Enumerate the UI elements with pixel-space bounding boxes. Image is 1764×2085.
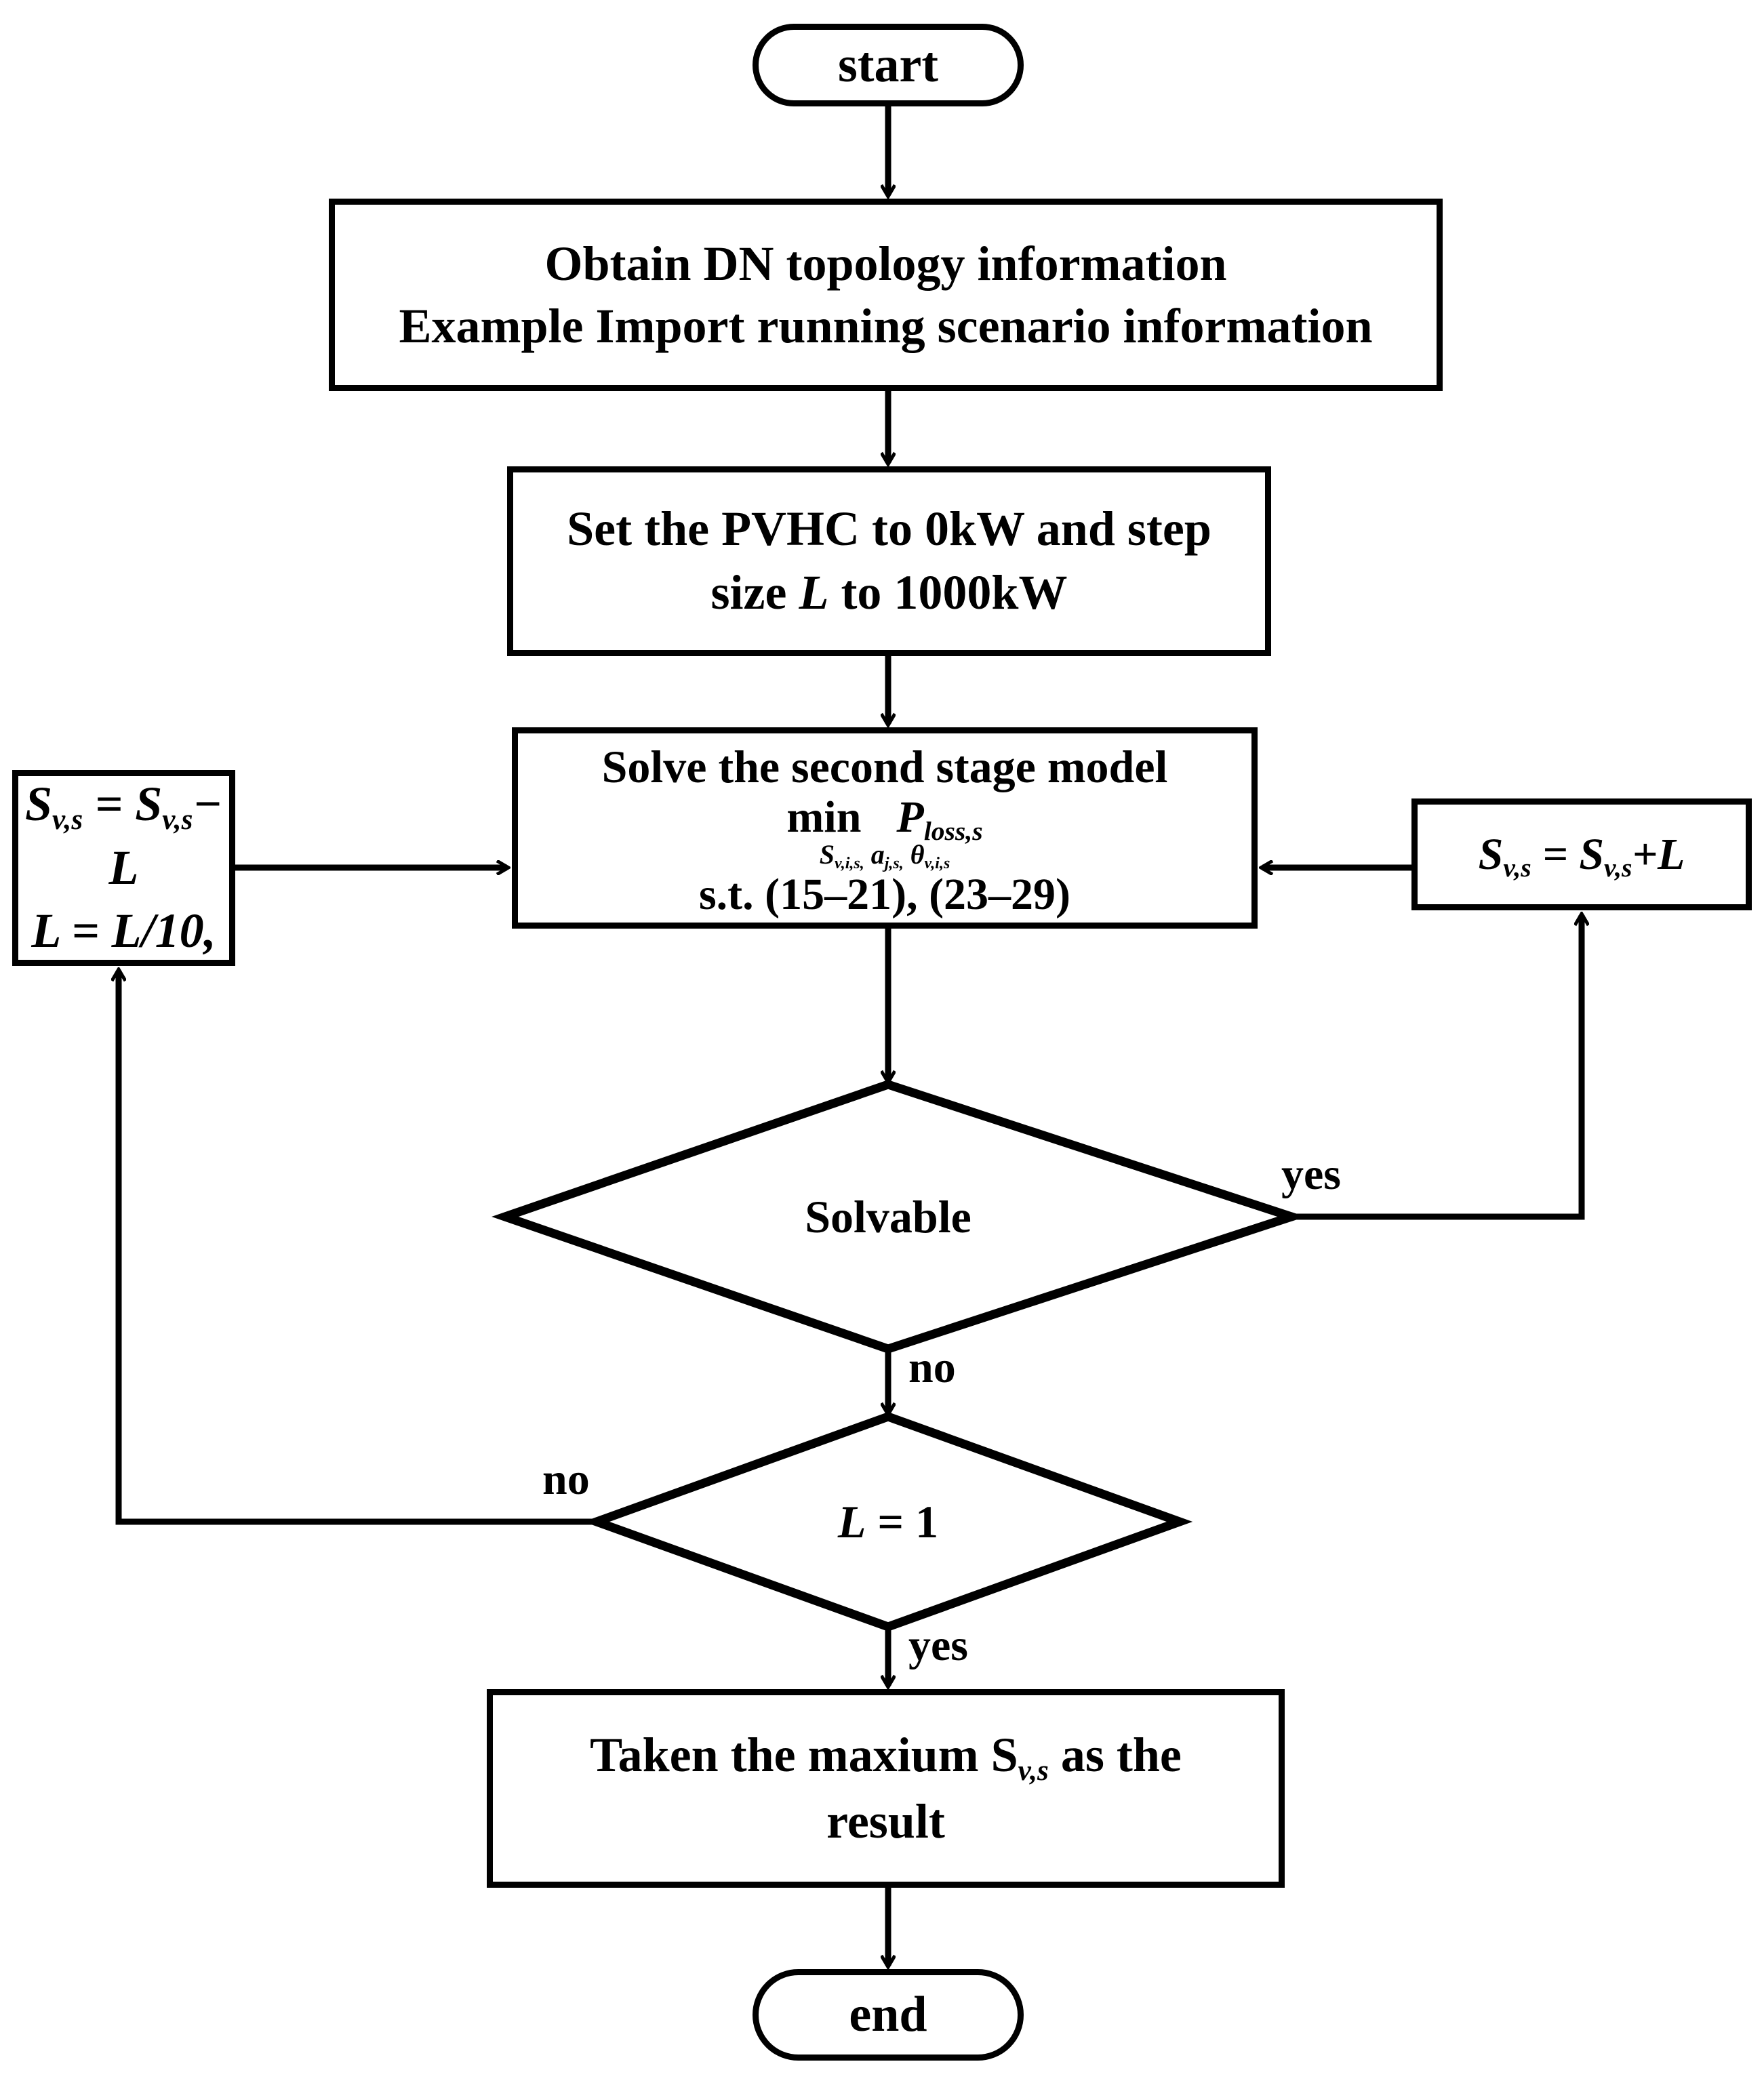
node-end[interactable]: end <box>753 1969 1024 2061</box>
node-start-label: start <box>838 37 938 93</box>
increment-rhs: S <box>1579 829 1605 879</box>
decrement-line-1: Sv,s = Sv,s− L <box>18 773 229 899</box>
decrement-line-2: L = L/10, <box>31 904 216 958</box>
decision-step-is-one-shape[interactable] <box>583 1412 1193 1632</box>
increment-op: +L <box>1632 829 1685 879</box>
init-pvhc-line-2-a: size <box>710 565 799 620</box>
solve-model-min-word: min <box>786 792 862 843</box>
init-pvhc-line-2-b: to 1000kW <box>828 565 1068 620</box>
edge-step-no-to-decrement <box>119 971 597 1525</box>
decision-solvable-label: Solvable <box>805 1191 971 1242</box>
node-take-max[interactable]: Taken the maxium Sv,s as the result <box>487 1689 1285 1888</box>
branch-label-solvable-no: no <box>908 1343 956 1392</box>
branch-label-step-no: no <box>542 1455 590 1504</box>
take-max-line-1-b: as the <box>1048 1728 1182 1783</box>
decision-solvable-shape[interactable] <box>492 1080 1306 1354</box>
increment-lhs: S <box>1478 829 1504 879</box>
take-max-line-1-a: Taken the maxium S <box>590 1728 1018 1783</box>
branch-label-step-yes: yes <box>908 1621 968 1670</box>
node-start[interactable]: start <box>753 24 1024 106</box>
edge-solvable-yes-to-increment <box>1291 915 1582 1220</box>
solve-model-var-theta-sub: v,i,s <box>924 855 950 873</box>
decrement-lhs: S <box>24 777 52 832</box>
obtain-info-line-2: Example Import running scenario informat… <box>399 299 1373 353</box>
solve-model-constraints: s.t. (15–21), (23–29) <box>698 870 1071 920</box>
solve-model-var-s: S <box>819 839 835 870</box>
node-obtain-info[interactable]: Obtain DN topology information Example I… <box>329 199 1443 391</box>
node-decrement[interactable]: Sv,s = Sv,s− L L = L/10, <box>12 770 235 966</box>
node-increment[interactable]: Sv,s = Sv,s+L <box>1411 798 1752 910</box>
solve-model-var-s-sub: v,i,s, <box>834 855 864 873</box>
step-is-one-var: L <box>837 1496 866 1547</box>
increment-rhs-sub: v,s <box>1604 853 1632 883</box>
decision-step-is-one-label: L = 1 <box>838 1499 938 1545</box>
node-end-label: end <box>849 1987 927 2042</box>
solve-model-objective-symbol: P <box>896 792 924 843</box>
decrement-eq: = <box>83 777 136 832</box>
decrement-op: − L <box>108 777 223 895</box>
decrement-lhs-sub: v,s <box>52 804 83 836</box>
increment-lhs-sub: v,s <box>1503 853 1531 883</box>
branch-label-solvable-yes: yes <box>1281 1150 1341 1199</box>
take-max-line-1: Taken the maxium Sv,s as the <box>590 1722 1182 1788</box>
init-pvhc-line-2: size L to 1000kW <box>567 561 1211 625</box>
solve-model-var-a-sub: j,s, <box>884 855 904 873</box>
solve-model-objective-sub: loss,s <box>923 816 983 847</box>
obtain-info-line-1: Obtain DN topology information <box>544 236 1227 291</box>
init-pvhc-line-1: Set the PVHC to 0kW and step <box>567 502 1211 556</box>
node-init-pvhc[interactable]: Set the PVHC to 0kW and step size L to 1… <box>507 466 1271 656</box>
take-max-sub: v,s <box>1018 1755 1049 1787</box>
solve-model-var-theta: θ <box>910 839 925 870</box>
increment-eq: = <box>1531 829 1580 879</box>
increment-expression: Sv,s = Sv,s+L <box>1479 826 1685 884</box>
solve-model-title: Solve the second stage model <box>601 740 1168 792</box>
init-pvhc-step-var: L <box>799 565 829 620</box>
step-is-one-rest: = 1 <box>866 1496 939 1547</box>
decrement-rhs-sub: v,s <box>162 804 193 836</box>
solve-model-var-a: a <box>870 839 885 870</box>
take-max-line-2: result <box>826 1794 945 1848</box>
decrement-rhs: S <box>135 777 163 832</box>
